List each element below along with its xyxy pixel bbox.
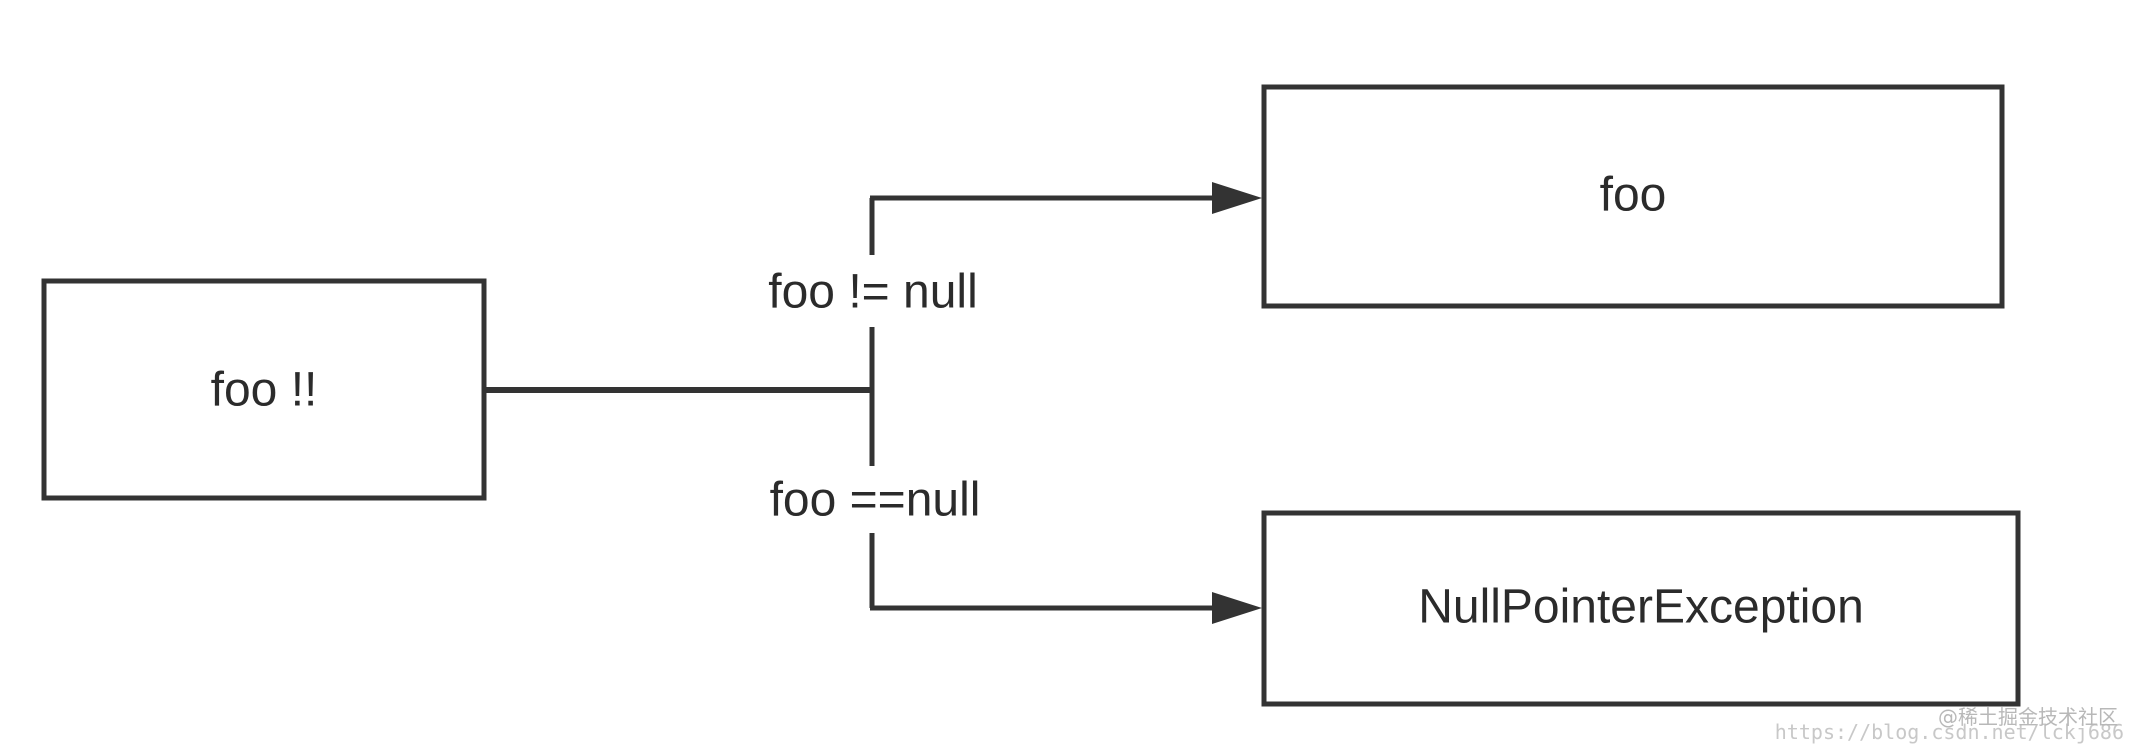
error-node-box [1261,510,2021,707]
source-node-label: foo !! [211,364,318,417]
result-node-label: foo [1600,169,1667,222]
lower-arrowhead-icon [1212,592,1262,624]
upper-arrowhead-icon [1212,182,1262,214]
watermark-url: https://blog.csdn.net/lckj686 [1775,720,2124,744]
error-node-label: NullPointerException [1418,581,1864,634]
watermark-site: @稀土掘金技术社区 [1938,705,2118,729]
not-null-edge-label: foo != null [768,266,977,319]
result-node-box [1261,84,2005,309]
error-node: NullPointerException [1261,510,2021,707]
source-node: foo !! [41,278,487,501]
is-null-edge-label: foo ==null [770,474,981,527]
result-node: foo [1261,84,2005,309]
